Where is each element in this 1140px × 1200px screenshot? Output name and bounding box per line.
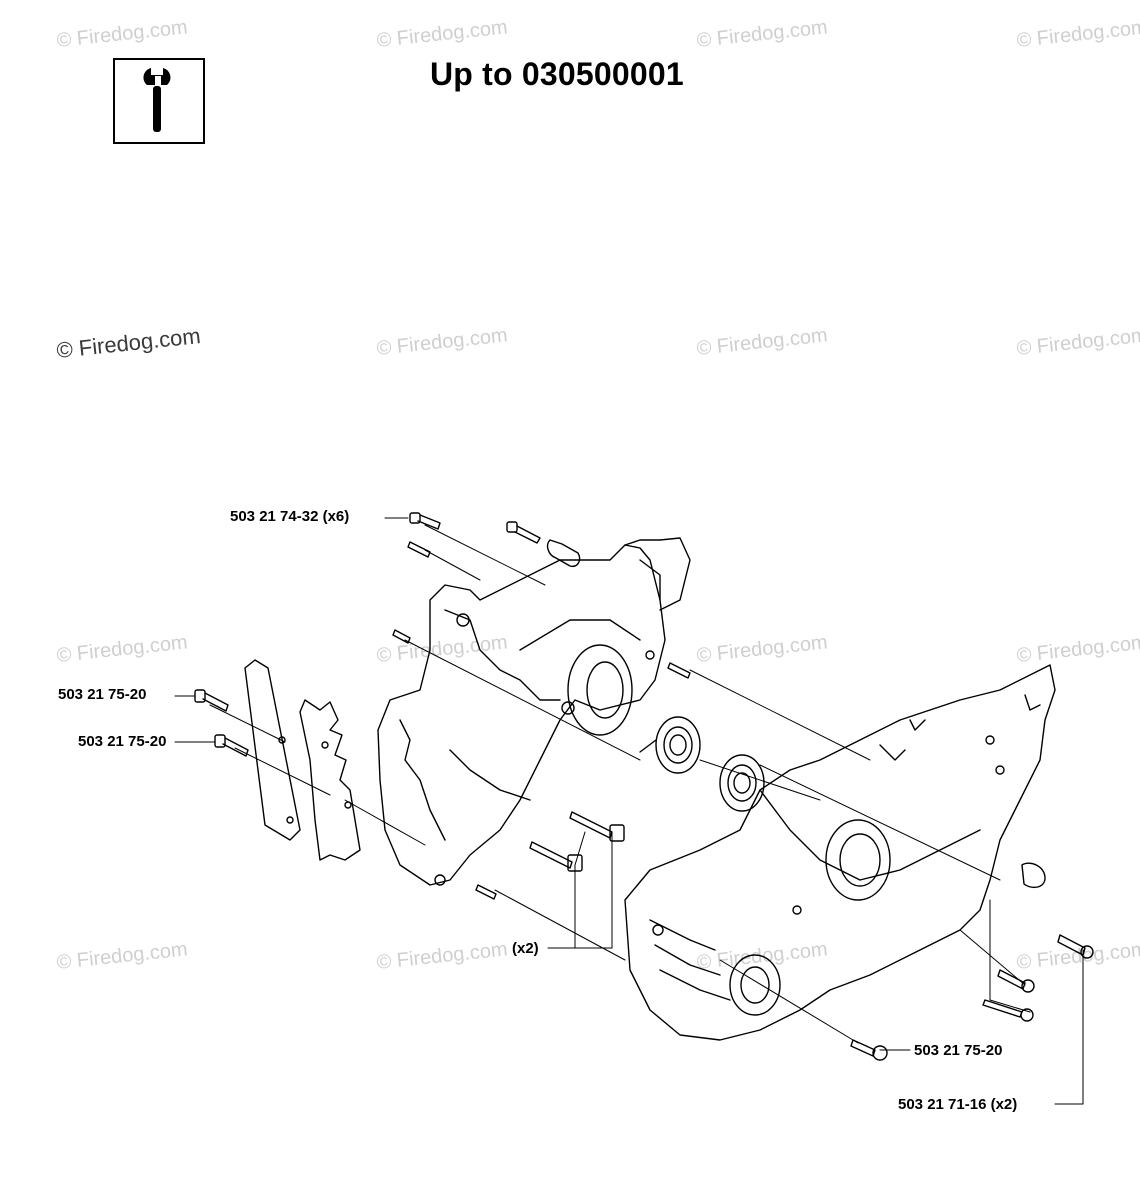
spiked-bumper — [299, 699, 361, 861]
callout-bottom-right-lower: 503 21 71-16 (x2) — [898, 1096, 1018, 1113]
bearings — [639, 716, 765, 812]
callout-left-lower: 503 21 75-20 — [78, 733, 167, 750]
page-title: Up to 030500001 — [430, 56, 684, 92]
screws — [194, 512, 1094, 1061]
callout-center-qty: (x2) — [512, 940, 539, 957]
callout-bottom-right-upper: 503 21 75-20 — [914, 1042, 1003, 1059]
callout-top-screws: 503 21 74-32 (x6) — [230, 508, 350, 525]
callout-left-upper: 503 21 75-20 — [58, 686, 147, 703]
wrench-icon — [143, 68, 171, 132]
crankcase-right-half — [624, 664, 1056, 1041]
chain-guard-plate — [244, 659, 301, 841]
crankcase-left-half — [377, 537, 691, 886]
leader-lines — [174, 517, 1084, 1105]
service-tool-box — [113, 58, 205, 144]
